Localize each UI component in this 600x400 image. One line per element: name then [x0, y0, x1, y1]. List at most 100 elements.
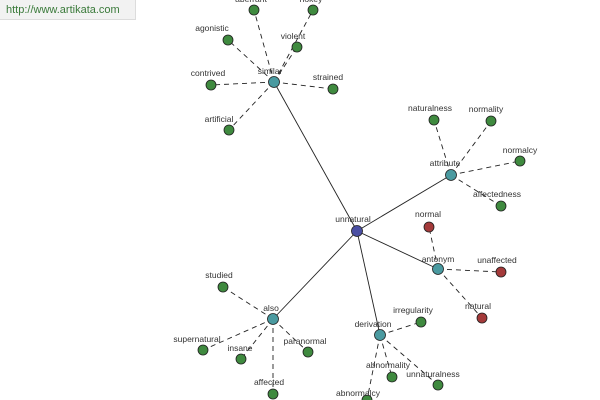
node-label-unnaturalness[interactable]: unnaturalness — [406, 369, 459, 379]
node-normal[interactable]: normal — [415, 209, 441, 233]
node-label-supernatural[interactable]: supernatural — [173, 334, 220, 344]
node-label-artificial[interactable]: artificial — [205, 114, 234, 124]
node-label-irregularity[interactable]: irregularity — [393, 305, 433, 315]
node-label-violent[interactable]: violent — [281, 31, 306, 41]
node-violent[interactable]: violent — [281, 31, 306, 53]
node-label-normal[interactable]: normal — [415, 209, 441, 219]
node-irregularity[interactable]: irregularity — [393, 305, 434, 328]
node-marker-similar[interactable] — [268, 76, 280, 88]
site-url[interactable]: http://www.artikata.com — [0, 0, 136, 20]
node-normality[interactable]: normality — [469, 104, 504, 127]
node-unnaturalness[interactable]: unnaturalness — [406, 369, 460, 391]
node-unaffected[interactable]: unaffected — [477, 255, 517, 278]
edge-derivation-irregularity — [379, 321, 422, 336]
node-supernatural[interactable]: supernatural — [173, 334, 221, 356]
edge-also-supernatural — [202, 318, 274, 351]
node-marker-agonistic[interactable] — [222, 34, 234, 46]
edge-derivation-abnormality1 — [379, 334, 393, 378]
edge-similar-violent — [273, 46, 298, 83]
node-marker-insane[interactable] — [235, 353, 247, 365]
node-label-aberrant[interactable]: aberrant — [235, 0, 267, 4]
node-marker-artificial[interactable] — [223, 124, 235, 136]
node-label-natural[interactable]: natural — [465, 301, 491, 311]
node-label-normality[interactable]: normality — [469, 104, 504, 114]
node-marker-affected[interactable] — [267, 388, 279, 400]
node-marker-paranormal[interactable] — [302, 346, 314, 358]
node-insane[interactable]: insane — [227, 343, 253, 365]
node-marker-irregularity[interactable] — [415, 316, 427, 328]
node-marker-abnormality1[interactable] — [386, 371, 398, 383]
node-label-contrived[interactable]: contrived — [191, 68, 226, 78]
node-marker-derivation[interactable] — [374, 329, 386, 341]
node-marker-affectedness[interactable] — [495, 200, 507, 212]
node-label-abnormalcy[interactable]: abnormalcy — [336, 388, 381, 398]
node-label-antonym[interactable]: antonym — [422, 254, 455, 264]
node-marker-attribute[interactable] — [445, 169, 457, 181]
node-artificial[interactable]: artificial — [205, 114, 235, 136]
node-label-affected[interactable]: affected — [254, 377, 284, 387]
node-label-studied[interactable]: studied — [205, 270, 233, 280]
node-marker-supernatural[interactable] — [197, 344, 209, 356]
node-normalcy[interactable]: normalcy — [503, 145, 538, 167]
node-aberrant[interactable]: aberrant — [235, 0, 267, 16]
node-strained[interactable]: strained — [313, 72, 344, 95]
node-marker-strained[interactable] — [327, 83, 339, 95]
node-marker-naturalness[interactable] — [428, 114, 440, 126]
edge-similar-agonistic — [227, 39, 275, 83]
node-marker-unnatural[interactable] — [351, 225, 363, 237]
node-studied[interactable]: studied — [205, 270, 233, 293]
node-label-naturalness[interactable]: naturalness — [408, 103, 452, 113]
edge-derivation-unnaturalness — [379, 334, 439, 386]
node-marker-contrived[interactable] — [205, 79, 217, 91]
node-marker-hokey[interactable] — [307, 4, 319, 16]
node-affectedness[interactable]: affectedness — [473, 189, 521, 212]
edge-unnatural-attribute — [356, 174, 452, 232]
node-marker-natural[interactable] — [476, 312, 488, 324]
node-also[interactable]: also — [263, 303, 279, 325]
node-hokey[interactable]: hokey — [300, 0, 323, 16]
node-label-similar[interactable]: similar — [258, 66, 283, 76]
node-marker-unnaturalness[interactable] — [432, 379, 444, 391]
node-label-affectedness[interactable]: affectedness — [473, 189, 521, 199]
node-marker-studied[interactable] — [217, 281, 229, 293]
node-label-also[interactable]: also — [263, 303, 279, 313]
node-label-unnatural[interactable]: unnatural — [335, 214, 371, 224]
node-agonistic[interactable]: agonistic — [195, 23, 234, 46]
node-affected[interactable]: affected — [254, 377, 284, 400]
node-paranormal[interactable]: paranormal — [284, 336, 327, 358]
node-label-attribute[interactable]: attribute — [430, 158, 461, 168]
node-contrived[interactable]: contrived — [191, 68, 226, 91]
node-label-insane[interactable]: insane — [227, 343, 252, 353]
node-marker-violent[interactable] — [291, 41, 303, 53]
node-marker-normal[interactable] — [423, 221, 435, 233]
node-abnormalcy[interactable]: abnormalcy — [336, 388, 381, 400]
node-label-agonistic[interactable]: agonistic — [195, 23, 229, 33]
edge-antonym-unaffected — [437, 268, 502, 273]
node-attribute[interactable]: attribute — [430, 158, 461, 181]
node-label-strained[interactable]: strained — [313, 72, 344, 82]
edge-similar-contrived — [210, 81, 275, 86]
node-label-unaffected[interactable]: unaffected — [477, 255, 517, 265]
node-marker-antonym[interactable] — [432, 263, 444, 275]
node-antonym[interactable]: antonym — [422, 254, 455, 275]
graph-nodes: unnatural similar attribute antonym also deri… — [173, 0, 538, 400]
node-abnormality1[interactable]: abnormality — [366, 360, 411, 383]
node-marker-unaffected[interactable] — [495, 266, 507, 278]
node-derivation[interactable]: derivation — [355, 319, 392, 341]
node-naturalness[interactable]: naturalness — [408, 103, 452, 126]
edge-similar-strained — [273, 81, 334, 90]
node-label-abnormality1[interactable]: abnormality — [366, 360, 411, 370]
node-marker-normalcy[interactable] — [514, 155, 526, 167]
node-marker-also[interactable] — [267, 313, 279, 325]
node-label-normalcy[interactable]: normalcy — [503, 145, 538, 155]
node-marker-normality[interactable] — [485, 115, 497, 127]
node-label-hokey[interactable]: hokey — [300, 0, 323, 4]
node-natural[interactable]: natural — [465, 301, 491, 324]
node-unnatural[interactable]: unnatural — [335, 214, 371, 237]
node-marker-abnormalcy[interactable] — [361, 394, 373, 400]
node-similar[interactable]: similar — [258, 66, 283, 88]
node-label-derivation[interactable]: derivation — [355, 319, 392, 329]
node-label-paranormal[interactable]: paranormal — [284, 336, 327, 346]
node-marker-aberrant[interactable] — [248, 4, 260, 16]
